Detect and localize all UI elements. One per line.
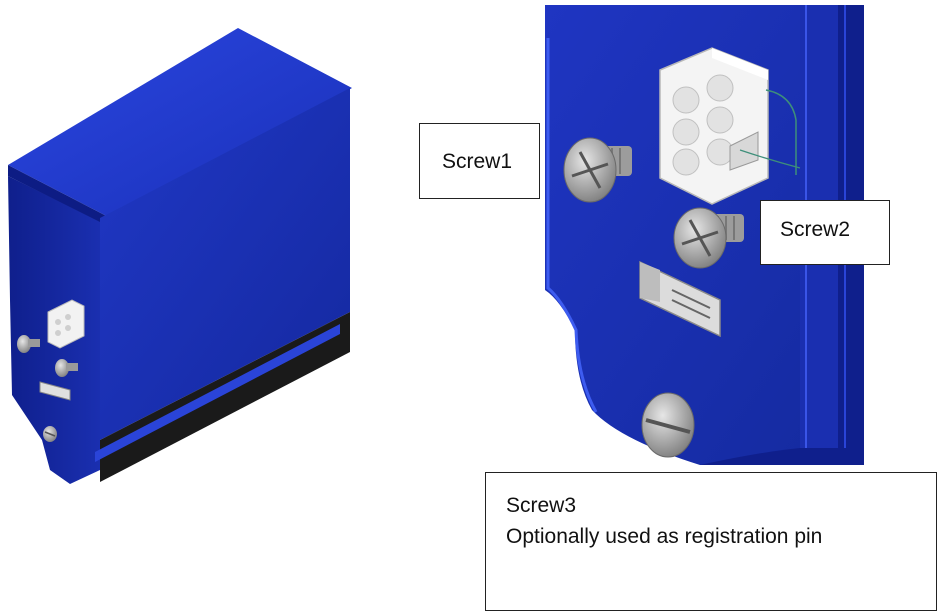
- screw-icon: [43, 426, 57, 442]
- connector-icon: [659, 47, 801, 205]
- screw2-callout: Screw2: [760, 200, 890, 265]
- housing-front-face: [100, 88, 350, 440]
- screw3-note: Optionally used as registration pin: [506, 525, 823, 548]
- housing-top-face: [8, 28, 352, 222]
- connector-icon: [47, 299, 85, 349]
- screw1-label: Screw1: [442, 150, 513, 173]
- screw3-label: Screw3: [506, 494, 577, 517]
- left-assembly-view: [8, 28, 352, 484]
- screw2-label: Screw2: [780, 218, 851, 241]
- screw3-callout: Screw3 Optionally used as registration p…: [485, 472, 937, 611]
- screw1-callout: Screw1: [419, 123, 540, 199]
- housing-base-lip: [95, 324, 340, 462]
- housing-top-edge: [8, 165, 118, 232]
- label-tag-icon: [639, 260, 721, 338]
- screw-icon: [17, 335, 40, 353]
- screw2-icon: [673, 207, 744, 269]
- label-tag-icon: [39, 381, 71, 401]
- screw-icon: [55, 359, 78, 377]
- screw3-icon: [641, 392, 695, 458]
- screw1-icon: [563, 137, 632, 203]
